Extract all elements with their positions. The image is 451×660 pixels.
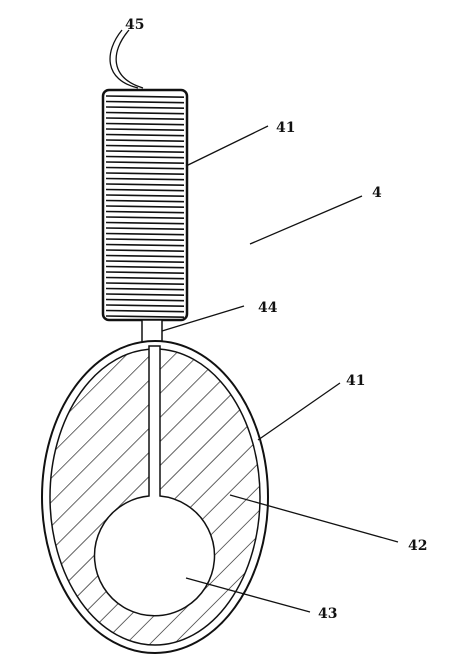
coil-turn (105, 287, 185, 291)
coil-turn (105, 243, 185, 247)
coil-turn (105, 155, 185, 159)
coil-turn (105, 139, 185, 142)
coil-turn (105, 282, 185, 285)
coil-turn (105, 183, 185, 186)
coil-turn (105, 271, 185, 274)
coil-turn (105, 210, 185, 214)
coil-turn (105, 172, 185, 175)
coil-turn (105, 304, 185, 307)
leader-44 (161, 305, 245, 332)
coil-turn (105, 188, 185, 192)
coil-turn (105, 249, 185, 252)
coil-turn (105, 100, 185, 104)
coil-turn (105, 238, 185, 241)
leader-4 (249, 195, 363, 245)
leader-lines (161, 125, 399, 613)
central-channel (93, 345, 216, 617)
coil-turn (105, 232, 185, 236)
label-45: 45 (125, 17, 144, 33)
coil-turn (105, 111, 185, 115)
oval-body (41, 340, 269, 654)
coil-turn (105, 128, 185, 131)
coil-turn (105, 276, 185, 280)
coil (101, 88, 189, 322)
coil-turn (105, 133, 185, 137)
coil-turns (105, 95, 185, 318)
label-4: 4 (372, 185, 382, 201)
coil-turn (105, 265, 185, 269)
coil-turn (105, 166, 185, 170)
coil-turn (105, 177, 185, 181)
lead-wire (109, 29, 144, 89)
coil-turn (105, 122, 185, 126)
label-42: 42 (408, 538, 427, 554)
coil-turn (105, 260, 185, 263)
leader-41-lower (257, 382, 341, 441)
coil-turn (105, 315, 185, 318)
coil-turn (105, 194, 185, 197)
coil-turn (105, 227, 185, 230)
label-41-coil: 41 (276, 120, 295, 136)
neck (141, 319, 163, 343)
coil-turn (105, 161, 185, 164)
coil-turn (105, 221, 185, 225)
coil-turn (105, 293, 185, 296)
coil-turn (105, 144, 185, 148)
coil-turn (105, 95, 185, 98)
coil-turn (105, 150, 185, 153)
coil-turn (105, 254, 185, 258)
label-43: 43 (318, 606, 337, 622)
leader-43 (185, 577, 311, 613)
coil-turn (105, 199, 185, 203)
coil-turn (105, 106, 185, 109)
coil-turn (105, 216, 185, 219)
coil-turn (105, 117, 185, 120)
label-41-shell: 41 (346, 373, 365, 389)
coil-turn (105, 309, 185, 313)
leader-41-upper (185, 125, 269, 167)
label-44: 44 (258, 300, 278, 316)
leader-42 (229, 494, 399, 543)
coil-turn (105, 298, 185, 302)
coil-turn (105, 205, 185, 208)
